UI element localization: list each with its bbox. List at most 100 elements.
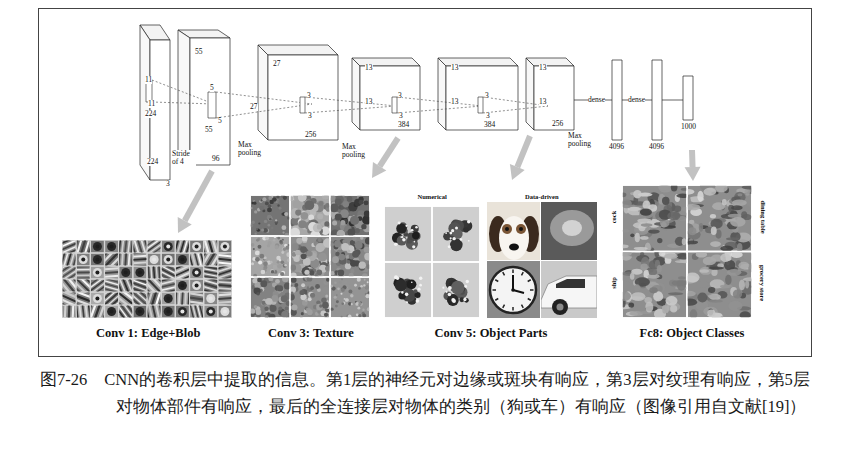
pointer-arrow: [689, 150, 696, 167]
dimension-label: 96: [212, 155, 220, 163]
shape: [300, 97, 305, 113]
image-cell: [77, 306, 90, 318]
image-cell: [176, 280, 189, 292]
dimension-label: 27: [273, 60, 281, 68]
image-cell: [433, 207, 479, 261]
shape: [534, 66, 574, 130]
image-tag: ship: [610, 277, 618, 289]
image-cell: [190, 306, 203, 318]
image-cell: [162, 267, 175, 279]
dimension-label: 55: [195, 48, 203, 56]
image-cell: [291, 237, 329, 276]
image-cell: [487, 261, 540, 318]
dimension-label: Max pooling: [238, 141, 264, 157]
dimension-label: Max pooling: [568, 132, 594, 148]
image-cell: [541, 261, 597, 318]
image-cell: [291, 278, 329, 317]
pointer-arrow: [185, 171, 212, 221]
image-cell: [119, 241, 132, 253]
dimension-label: Stride of 4: [172, 150, 196, 166]
dimension-label: 55: [205, 126, 213, 134]
image-cell: [688, 186, 751, 251]
image-cell: [148, 254, 161, 266]
image-cell: [623, 252, 686, 317]
image-cell: [291, 196, 329, 235]
image-cell: [176, 241, 189, 253]
image-cell: [218, 254, 231, 266]
panel-heading: Conv 3: Texture: [268, 326, 354, 341]
image-cell: [218, 293, 231, 305]
image-cell: [133, 280, 146, 292]
image-cell: [623, 186, 686, 251]
panel-heading: Fc8: Object Classes: [640, 326, 745, 341]
image-cell: [176, 267, 189, 279]
dimension-label: 3: [398, 92, 402, 100]
dimension-label: Max pooling: [342, 143, 368, 159]
image-cell: [119, 306, 132, 318]
image-cell: [204, 267, 217, 279]
shape: [652, 60, 662, 140]
dimension-label: 256: [305, 131, 316, 139]
projection-line: [152, 102, 214, 104]
image-cell: [162, 280, 175, 292]
image-cell: [176, 254, 189, 266]
dimension-label: 13: [365, 98, 373, 106]
shape: [372, 162, 386, 178]
image-cell: [133, 267, 146, 279]
shape: [438, 58, 446, 130]
panel-heading: Conv 1: Edge+Blob: [96, 326, 200, 341]
dimension-label: 3: [486, 112, 490, 120]
image-cell: [133, 254, 146, 266]
image-cell: [63, 306, 76, 318]
image-cell: [77, 280, 90, 292]
image-cell: [77, 293, 90, 305]
image-cell: [133, 241, 146, 253]
image-cell: [105, 241, 118, 253]
shape: [510, 164, 525, 180]
projection-line: [483, 106, 548, 113]
image-cell: [218, 267, 231, 279]
image-cell: [77, 267, 90, 279]
filter-grid: [62, 240, 232, 318]
image-cell: [204, 293, 217, 305]
image-cell: [204, 254, 217, 266]
image-cell: [190, 241, 203, 253]
image-cell: [119, 293, 132, 305]
image-cell: [176, 306, 189, 318]
image-cell: [541, 202, 597, 260]
network-drawing: [140, 25, 701, 233]
image-cell: [218, 306, 231, 318]
image-cell: [204, 280, 217, 292]
shape: [178, 217, 192, 233]
image-cell: [119, 280, 132, 292]
image-cell: [91, 280, 104, 292]
dimension-label: 5: [210, 84, 214, 92]
image-cell: [91, 293, 104, 305]
dimension-label: dense: [588, 96, 605, 104]
image-cell: [133, 306, 146, 318]
figure-frame: [39, 9, 812, 357]
dimension-label: 13: [539, 98, 547, 106]
image-cell: [119, 267, 132, 279]
image-cell: [331, 196, 369, 235]
projection-line: [152, 80, 214, 104]
dimension-label: 3: [307, 92, 311, 100]
shape: [556, 279, 585, 288]
dimension-label: 3: [308, 112, 312, 120]
dimension-label: 3: [399, 112, 403, 120]
dimension-label: 3: [485, 92, 489, 100]
image-cell: [385, 263, 431, 317]
image-cell: [148, 280, 161, 292]
projection-line: [397, 106, 482, 113]
projection-line: [216, 92, 312, 104]
dimension-label: 13: [451, 64, 459, 72]
image-tag: cock: [610, 211, 618, 224]
image-cell: [91, 267, 104, 279]
shape: [685, 167, 701, 181]
shape: [541, 276, 597, 308]
shape: [190, 38, 230, 165]
image-cell: [63, 241, 76, 253]
dimension-label: 384: [484, 121, 495, 129]
image-cell: [331, 237, 369, 276]
image-cell: [487, 202, 540, 260]
